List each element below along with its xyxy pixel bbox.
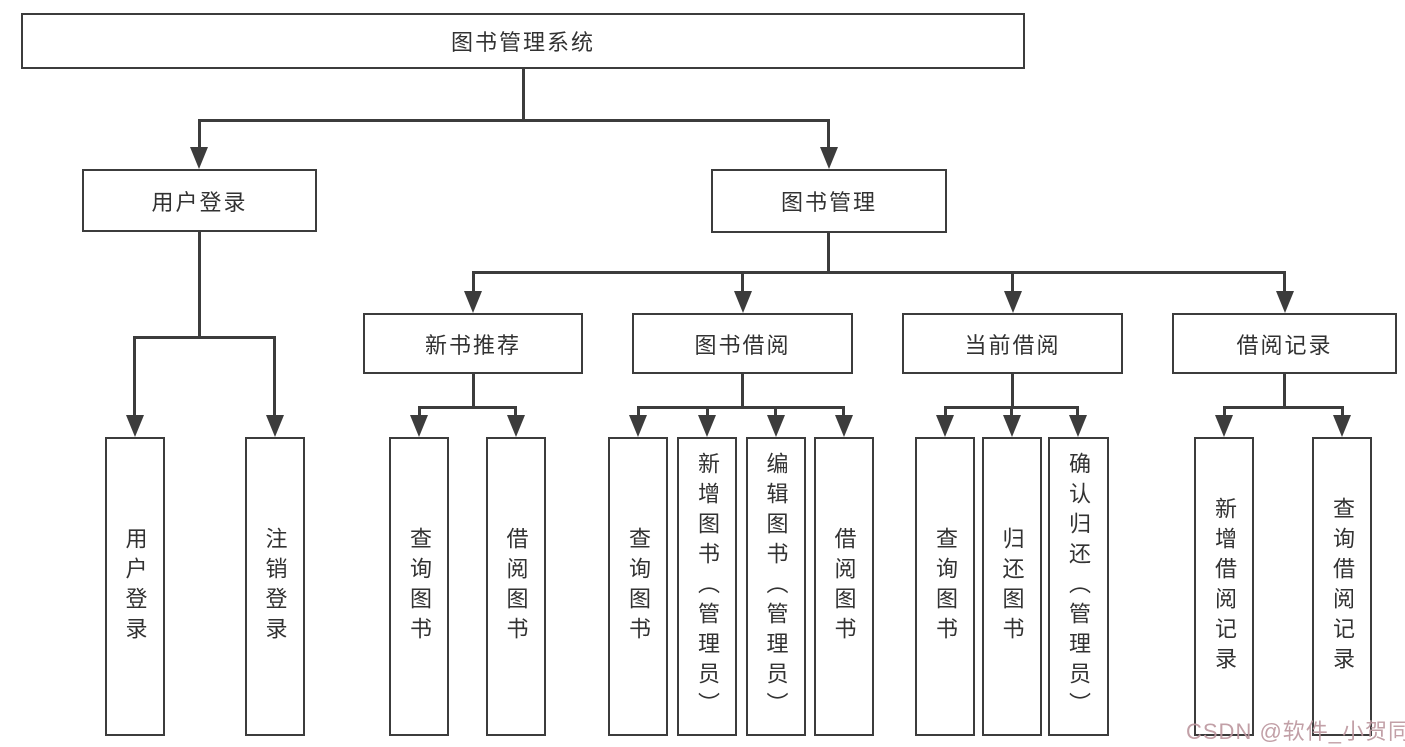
- connector-vline: [1010, 407, 1013, 419]
- connector-vline: [197, 120, 201, 151]
- node-label: 借阅记录: [1236, 332, 1333, 358]
- arrow-head-icon: [819, 147, 838, 169]
- connector-vline: [741, 272, 744, 295]
- arrow-head-icon: [936, 415, 954, 437]
- connector-vline: [521, 69, 525, 122]
- connector-vline: [636, 407, 640, 419]
- node-label: 图书借阅: [694, 332, 791, 358]
- arrow-head-icon: [629, 415, 647, 437]
- node-user-login: 用户登录: [82, 169, 317, 232]
- leaf-label: 归还图书: [999, 526, 1025, 647]
- connector-vline: [1076, 407, 1079, 419]
- arrow-head-icon: [265, 415, 284, 437]
- leaf-query-borrow-record: 查询借阅记录: [1312, 437, 1372, 736]
- node-label: 图书管理系统: [450, 30, 595, 55]
- arrow-head-icon: [698, 415, 716, 437]
- arrow-head-icon: [733, 291, 752, 313]
- arrow-head-icon: [1333, 415, 1351, 437]
- leaf-label: 确认归还（管理员）: [1066, 451, 1091, 722]
- arrow-head-icon: [1275, 291, 1294, 313]
- leaf-query-books-current: 查询图书: [915, 437, 975, 736]
- leaf-confirm-return-admin: 确认归还（管理员）: [1047, 437, 1109, 736]
- leaf-borrow-books-recommend: 借阅图书: [485, 437, 546, 736]
- leaf-label: 新增图书（管理员）: [695, 451, 720, 722]
- connector-hline: [417, 405, 517, 409]
- leaf-query-books-borrowing: 查询图书: [608, 437, 668, 736]
- connector-vline: [1283, 272, 1286, 295]
- connector-vline: [1283, 374, 1286, 409]
- leaf-add-books-admin: 新增图书（管理员）: [677, 437, 737, 736]
- arrow-head-icon: [1002, 415, 1021, 437]
- connector-vline: [514, 407, 517, 419]
- connector-vline: [1340, 407, 1344, 419]
- node-book-borrowing: 图书借阅: [632, 313, 853, 374]
- arrow-head-icon: [766, 415, 785, 437]
- node-current-borrowing: 当前借阅: [902, 313, 1123, 374]
- connector-vline: [417, 407, 421, 419]
- connector-vline: [1011, 272, 1014, 295]
- connector-hline: [636, 405, 845, 409]
- arrow-head-icon: [1215, 415, 1233, 437]
- leaf-label: 借阅图书: [503, 526, 529, 647]
- connector-vline: [133, 337, 136, 419]
- connector-hline: [133, 335, 276, 339]
- connector-vline: [774, 407, 777, 419]
- node-label: 图书管理: [780, 190, 877, 215]
- connector-vline: [471, 272, 475, 295]
- arrow-head-icon: [1003, 291, 1022, 313]
- leaf-label: 查询图书: [933, 526, 958, 647]
- arrow-head-icon: [464, 291, 482, 313]
- connector-vline: [827, 233, 830, 274]
- leaf-user-login: 用户登录: [104, 437, 165, 736]
- connector-hline: [197, 118, 830, 122]
- connector-vline: [741, 374, 744, 409]
- connector-vline: [943, 407, 947, 419]
- connector-vline: [705, 407, 709, 419]
- connector-vline: [842, 407, 845, 419]
- leaf-label: 查询借阅记录: [1330, 496, 1355, 677]
- connector-hline: [471, 270, 1286, 274]
- node-label: 用户登录: [151, 189, 248, 215]
- connector-vline: [1011, 374, 1014, 409]
- leaf-add-borrow-record: 新增借阅记录: [1194, 437, 1254, 736]
- connector-vline: [471, 374, 475, 409]
- node-label: 新书推荐: [424, 332, 521, 358]
- connector-vline: [1222, 407, 1226, 419]
- arrow-head-icon: [125, 415, 144, 437]
- node-book-management: 图书管理: [711, 169, 947, 233]
- connector-vline: [273, 337, 276, 419]
- connector-vline: [198, 232, 201, 339]
- csdn-watermark: CSDN @软件_小贺同学: [1186, 719, 1405, 744]
- leaf-label: 借阅图书: [831, 526, 857, 647]
- leaf-return-books: 归还图书: [981, 437, 1042, 736]
- leaf-label: 查询图书: [626, 526, 651, 647]
- arrow-head-icon: [506, 415, 525, 437]
- node-new-book-recommendation: 新书推荐: [363, 313, 583, 374]
- node-library-management-system: 图书管理系统: [21, 13, 1025, 69]
- leaf-logout: 注销登录: [244, 437, 305, 736]
- leaf-borrow-books: 借阅图书: [813, 437, 874, 736]
- leaf-edit-books-admin: 编辑图书（管理员）: [745, 437, 806, 736]
- connector-hline: [1222, 405, 1344, 409]
- leaf-label: 编辑图书（管理员）: [763, 451, 789, 722]
- leaf-label: 注销登录: [262, 526, 288, 647]
- leaf-query-books-recommend: 查询图书: [389, 437, 449, 736]
- arrow-head-icon: [410, 415, 428, 437]
- arrow-head-icon: [1068, 415, 1087, 437]
- arrow-head-icon: [834, 415, 853, 437]
- leaf-label: 新增借阅记录: [1212, 496, 1237, 677]
- node-label: 当前借阅: [964, 332, 1061, 358]
- arrow-head-icon: [190, 147, 208, 169]
- connector-vline: [827, 120, 830, 151]
- node-borrowing-records: 借阅记录: [1172, 313, 1397, 374]
- leaf-label: 用户登录: [122, 526, 148, 647]
- leaf-label: 查询图书: [407, 526, 432, 647]
